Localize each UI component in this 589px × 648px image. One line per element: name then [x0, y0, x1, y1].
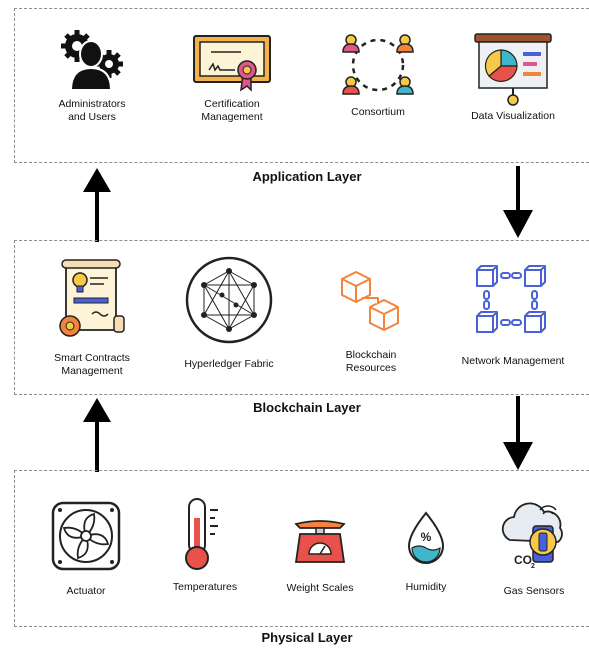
node-label: Weight Scales	[286, 582, 354, 594]
blockchain-layer-title: Blockchain Layer	[253, 400, 361, 415]
node-label: Administrators and Users	[58, 98, 126, 123]
weight-scale-icon	[294, 520, 346, 563]
physical-layer-title: Physical Layer	[261, 630, 353, 645]
svg-text:2: 2	[531, 563, 535, 570]
consortium-icon	[342, 34, 414, 95]
application-layer-box	[14, 8, 589, 163]
blockchain-resources-icon	[341, 271, 399, 331]
node-administrators-users: Administrators and Users	[27, 30, 157, 124]
application-layer-title: Application Layer	[252, 169, 362, 184]
humidity-drop-icon: %	[407, 511, 445, 564]
node-label: Smart Contracts Management	[54, 352, 130, 377]
node-network-management: Network Management	[448, 262, 578, 368]
node-hyperledger-fabric: Hyperledger Fabric	[164, 255, 294, 371]
thermometer-icon	[185, 498, 218, 570]
node-humidity: % Humidity	[361, 510, 491, 594]
node-actuator: Actuator	[21, 500, 151, 598]
node-gas-sensors: CO 2 Gas Sensors	[469, 500, 589, 598]
smart-contract-icon	[59, 259, 125, 337]
node-blockchain-resources: Blockchain Resources	[306, 268, 436, 375]
users-gears-icon	[61, 30, 123, 91]
gas-sensor-icon: CO 2	[501, 502, 563, 570]
node-label: Consortium	[351, 106, 405, 118]
node-consortium: Consortium	[313, 30, 443, 119]
node-temperatures: Temperatures	[140, 496, 270, 594]
blockchain-layer-box	[14, 240, 589, 395]
arrow-down-right-bottom	[503, 396, 533, 470]
svg-text:%: %	[421, 530, 432, 544]
node-label: Actuator	[66, 585, 106, 597]
actuator-fan-icon	[51, 501, 121, 571]
arrow-down-right-top	[503, 166, 533, 238]
node-label: Temperatures	[172, 581, 238, 593]
node-label: Network Management	[461, 355, 565, 367]
node-label: Hyperledger Fabric	[184, 358, 274, 370]
arrow-up-left-bottom	[83, 398, 111, 472]
certificate-icon	[193, 35, 271, 92]
node-data-visualization: Data Visualization	[448, 30, 578, 123]
node-label: Blockchain Resources	[345, 349, 397, 374]
hyperledger-fabric-icon	[185, 256, 273, 344]
node-smart-contracts: Smart Contracts Management	[27, 258, 157, 378]
node-label: Gas Sensors	[503, 585, 565, 597]
physical-layer-box	[14, 470, 589, 627]
arrow-up-left-top	[83, 168, 111, 242]
data-visualization-icon	[474, 33, 552, 106]
node-label: Data Visualization	[471, 110, 555, 122]
node-certification-management: Certification Management	[167, 30, 297, 124]
svg-text:CO: CO	[514, 553, 532, 567]
node-label: Humidity	[405, 581, 447, 593]
node-label: Certification Management	[201, 98, 263, 123]
node-weight-scales: Weight Scales	[255, 516, 385, 595]
network-management-icon	[476, 265, 546, 333]
